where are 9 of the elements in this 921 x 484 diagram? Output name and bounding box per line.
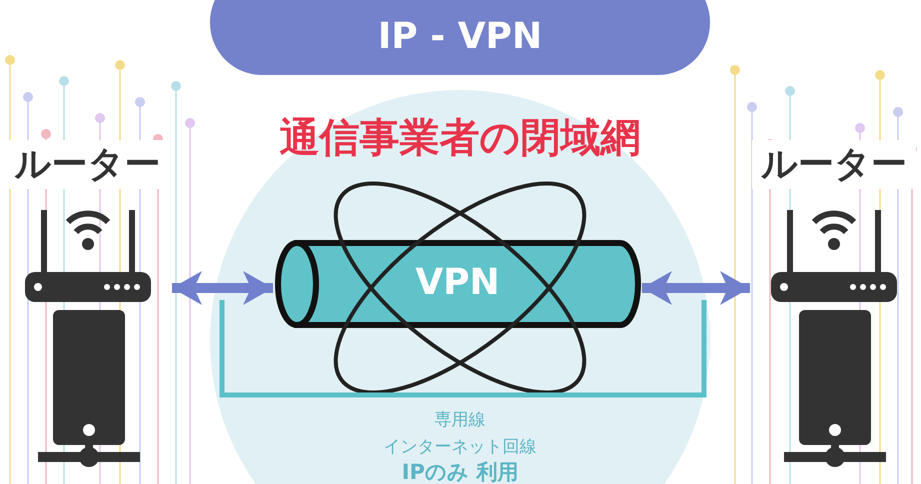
usage-label: IPのみ 利用 bbox=[400, 459, 520, 484]
double-arrow bbox=[642, 271, 750, 305]
double-arrow bbox=[172, 271, 273, 305]
network-heading: 通信事業者の閉域網 bbox=[278, 114, 642, 163]
router-label: ルーター bbox=[752, 140, 916, 189]
line-type-label: インターネット回線 bbox=[382, 436, 538, 458]
line-type-label: 専用線 bbox=[434, 409, 486, 431]
title-banner: IP - VPN bbox=[210, 0, 710, 75]
pipe-label: VPN bbox=[414, 262, 501, 303]
